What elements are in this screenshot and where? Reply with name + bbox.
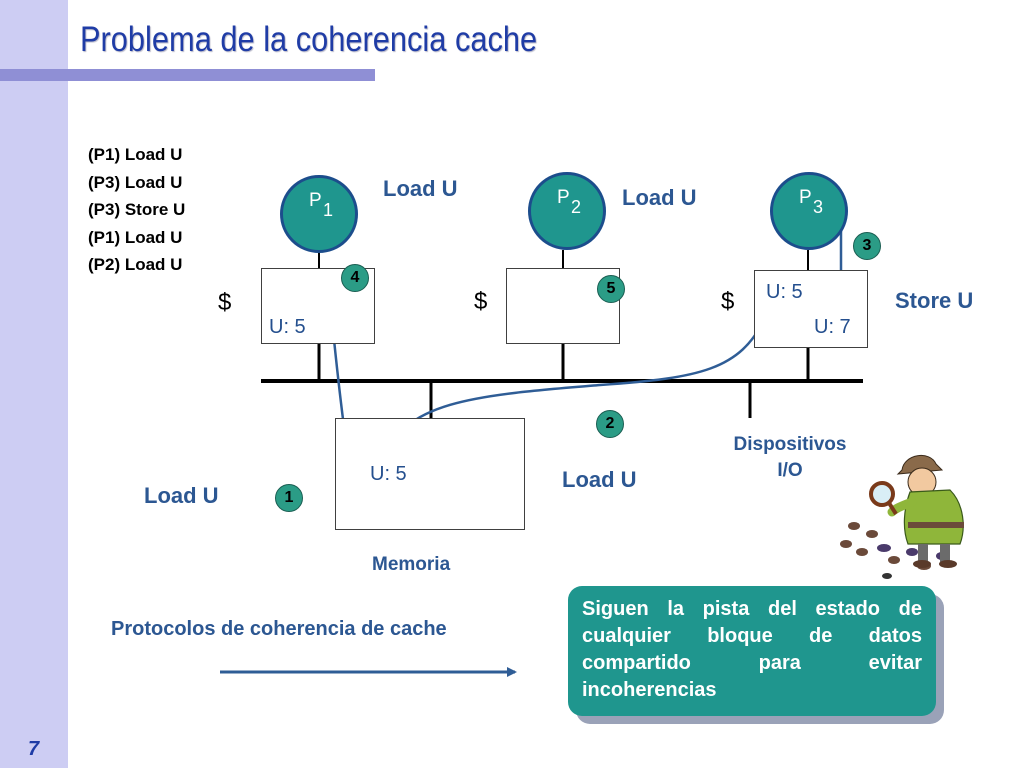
- cache-p3: [754, 270, 868, 348]
- memory-label: Memoria: [372, 554, 451, 575]
- processor-index: 2: [571, 197, 582, 217]
- sequence-step: (P2) Load U: [88, 255, 183, 274]
- cache-p3-new-value: U: 7: [814, 316, 851, 338]
- sequence-step: (P1) Load U: [88, 145, 183, 164]
- processor-p2: P 2: [528, 172, 606, 250]
- detective-illustration: [840, 455, 964, 579]
- step-badge-1: 1: [275, 484, 303, 512]
- load-label-memory-right: Load U: [562, 467, 637, 492]
- cache-symbol-p3: $: [721, 288, 735, 315]
- memory-value: U: 5: [370, 463, 407, 485]
- cache-symbol-p2: $: [474, 288, 488, 315]
- memory-box: [335, 418, 525, 530]
- slide-title: Problema de la coherencia cache: [80, 20, 538, 59]
- left-sidebar-band: [0, 0, 68, 768]
- step-badge-2: 2: [596, 410, 624, 438]
- sequence-step: (P1) Load U: [88, 227, 183, 247]
- cache-symbol-p1: $: [218, 289, 232, 316]
- processor-index: 3: [813, 197, 824, 217]
- step-badge-3: 3: [853, 232, 881, 260]
- step-badge-4: 4: [341, 264, 369, 292]
- io-devices-label: Dispositivos I/O: [714, 432, 866, 484]
- processor-p3: P 3: [770, 172, 848, 250]
- sequence-step: (P3) Store U: [88, 200, 186, 219]
- load-label-p1: Load U: [383, 176, 458, 201]
- slide-number: 7: [28, 738, 40, 760]
- store-label-p3: Store U: [895, 288, 974, 313]
- sequence-step: (P3) Load U: [88, 172, 183, 192]
- processor-letter: P: [309, 190, 322, 211]
- title-underline-bar: [0, 69, 375, 81]
- operation-sequence: (P1) Load U (P3) Load U (P3) Store U (P1…: [88, 141, 185, 279]
- processor-index: 1: [323, 200, 334, 220]
- cache-p3-old-value: U: 5: [766, 281, 803, 303]
- load-label-p2: Load U: [622, 185, 697, 210]
- io-devices-line1: Dispositivos: [733, 434, 847, 455]
- info-callout: Siguen la pista del estado de cualquier …: [568, 586, 936, 716]
- protocols-label: Protocolos de coherencia de cache: [111, 618, 447, 640]
- step-badge-5: 5: [597, 275, 625, 303]
- cache-p1-value: U: 5: [269, 316, 306, 338]
- processor-p1: P 1: [280, 175, 358, 253]
- io-devices-line2: I/O: [777, 460, 803, 481]
- processor-letter: P: [799, 187, 812, 208]
- processor-letter: P: [557, 187, 570, 208]
- load-label-memory-left: Load U: [144, 483, 219, 508]
